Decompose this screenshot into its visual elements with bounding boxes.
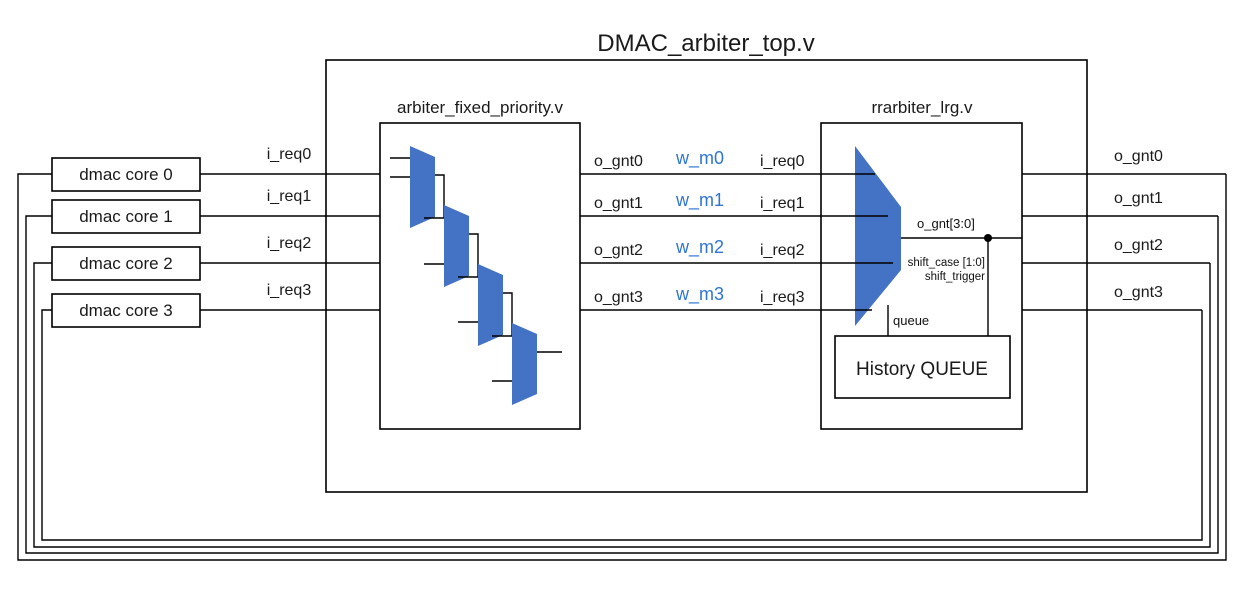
dmac-core-1-label: dmac core 1 bbox=[79, 207, 173, 226]
history-queue-label: History QUEUE bbox=[856, 359, 988, 380]
mux-stage-3 bbox=[512, 323, 537, 405]
mux-stage-1 bbox=[444, 205, 469, 287]
signal-label-top-o-gnt2: o_gnt2 bbox=[1114, 237, 1163, 254]
dmac-core-2-label: dmac core 2 bbox=[79, 254, 173, 273]
module-label-fixed-priority: arbiter_fixed_priority.v bbox=[397, 98, 563, 117]
signal-label-top-o-gnt1: o_gnt1 bbox=[1114, 190, 1163, 207]
round-robin-mux bbox=[855, 146, 901, 326]
history-queue-box[interactable] bbox=[834, 335, 1011, 399]
signal-label-w-m1: w_m1 bbox=[675, 190, 724, 211]
mux1-out bbox=[469, 233, 479, 277]
signal-label-rr-i-req0: i_req0 bbox=[760, 153, 805, 170]
feedback-loop-gnt3 bbox=[41, 309, 1203, 541]
feedback-loop-gnt0 bbox=[17, 173, 1227, 561]
signal-label-rr-i-req3: i_req3 bbox=[760, 289, 805, 306]
page-title: DMAC_arbiter_top.v bbox=[597, 30, 814, 57]
dmac-core-1-box[interactable] bbox=[51, 199, 201, 234]
feedback-loop-gnt1 bbox=[25, 215, 1219, 554]
signal-label-queue: queue bbox=[893, 313, 929, 328]
signal-label-w-m3: w_m3 bbox=[675, 284, 724, 305]
signal-label-i-req1: i_req1 bbox=[267, 188, 312, 205]
mux-stage-0 bbox=[410, 146, 435, 228]
mux2-out bbox=[503, 292, 513, 336]
signal-label-shift-trigger: shift_trigger bbox=[925, 271, 985, 283]
signal-label-fp-o-gnt2: o_gnt2 bbox=[594, 242, 643, 259]
module-label-rrarbiter: rrarbiter_lrg.v bbox=[871, 98, 973, 117]
dmac-core-0-label: dmac core 0 bbox=[79, 165, 173, 184]
mux0-out bbox=[435, 174, 445, 218]
signal-label-top-o-gnt3: o_gnt3 bbox=[1114, 284, 1163, 301]
signal-label-top-o-gnt0: o_gnt0 bbox=[1114, 148, 1163, 165]
signal-label-fp-o-gnt1: o_gnt1 bbox=[594, 195, 643, 212]
signal-label-fp-o-gnt0: o_gnt0 bbox=[594, 153, 643, 170]
signal-label-rr-i-req1: i_req1 bbox=[760, 195, 805, 212]
feedback-loop-gnt2 bbox=[33, 262, 1211, 548]
mux-stage-2 bbox=[478, 264, 503, 346]
signal-label-w-m2: w_m2 bbox=[675, 237, 724, 258]
dmac-core-3-label: dmac core 3 bbox=[79, 301, 173, 320]
signal-label-i-req3: i_req3 bbox=[267, 282, 312, 299]
dmac-core-3-box[interactable] bbox=[51, 293, 201, 328]
signal-label-rr-i-req2: i_req2 bbox=[760, 242, 805, 259]
signal-label-i-req0: i_req0 bbox=[267, 146, 312, 163]
signal-label-o-gnt-bus: o_gnt[3:0] bbox=[917, 216, 975, 231]
signal-label-i-req2: i_req2 bbox=[267, 235, 312, 252]
signal-label-fp-o-gnt3: o_gnt3 bbox=[594, 289, 643, 306]
signal-label-shift-case: shift_case [1:0] bbox=[908, 257, 985, 269]
signal-label-w-m0: w_m0 bbox=[675, 148, 724, 169]
